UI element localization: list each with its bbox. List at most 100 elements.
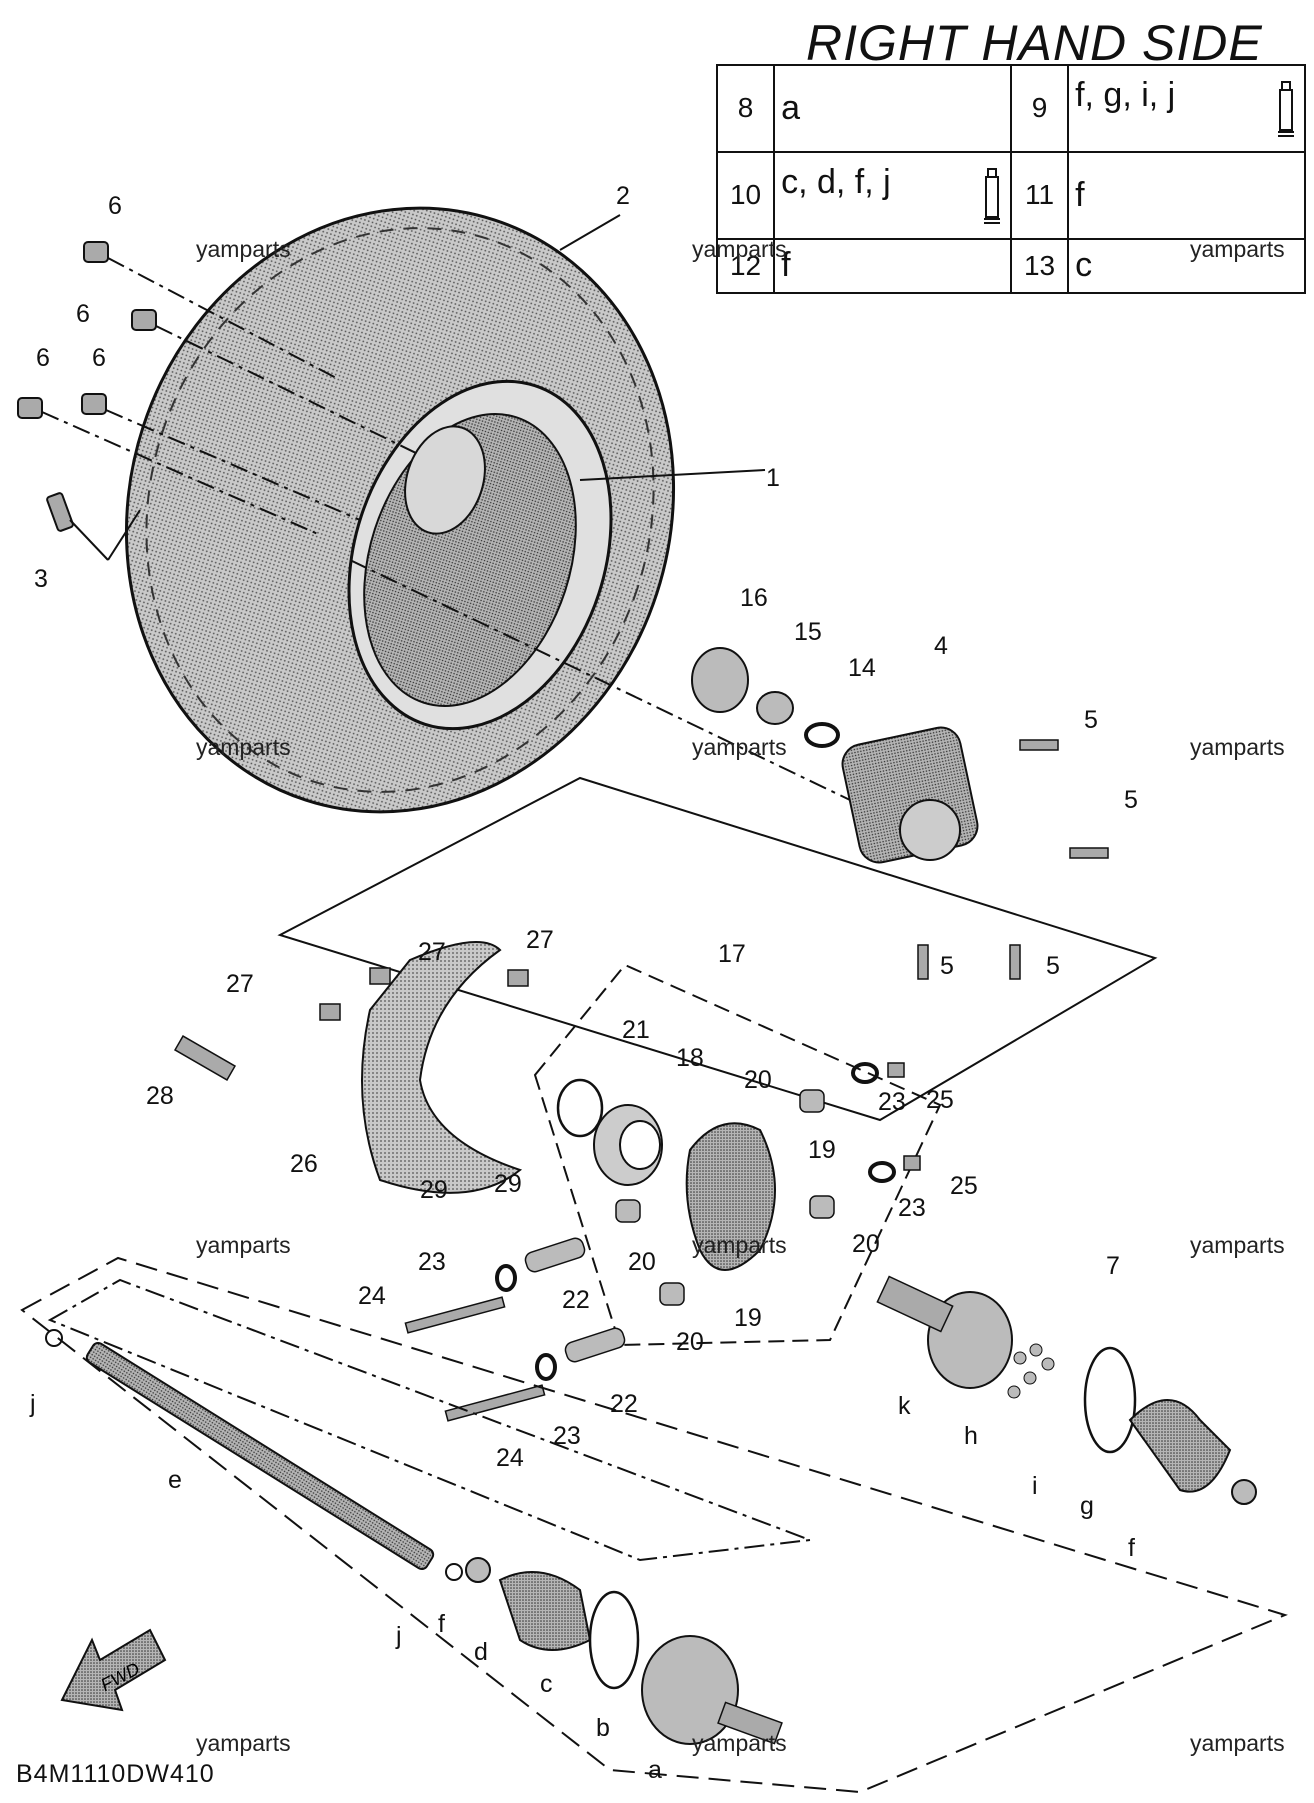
legend-value: f [773,237,1012,295]
watermark: yamparts [196,1232,291,1258]
legend-num: 12 [715,237,776,295]
washer [804,722,840,748]
bolt [319,1003,341,1021]
circlip [556,1078,604,1138]
watermark: yamparts [692,1232,787,1258]
callout-label: 23 [418,1248,446,1276]
leader-lines [41,214,851,801]
callout-label: 19 [808,1136,836,1164]
legend-row: 8 a 9 f, g, i, j [715,64,1306,153]
callout-label: 2 [616,182,630,210]
legend-value: c, d, f, j [773,150,1012,240]
callout-label: 18 [676,1044,704,1072]
callout-label: 1 [766,464,780,492]
legend-value: a [773,64,1012,153]
bolt [369,967,391,985]
bushing [809,1195,835,1219]
legend-value: f, g, i, j [1067,64,1306,153]
callout-label: 24 [496,1444,524,1472]
callout-label: 6 [92,344,106,372]
nut [903,1155,921,1171]
callout-label: 22 [562,1286,590,1314]
callout-label: 24 [358,1282,386,1310]
callout-label: 22 [610,1390,638,1418]
callout-label: 23 [898,1194,926,1222]
callout-label: 7 [1106,1252,1120,1280]
grease-tube-icon [1278,81,1294,138]
callout-label: 14 [848,654,876,682]
outer-cv-joint [876,1275,1013,1389]
valve-stem [46,492,74,532]
lug-nut [83,241,109,263]
hub-cap [691,647,749,713]
callout-label: 3 [34,565,48,593]
watermark: yamparts [1190,1232,1285,1258]
watermark: yamparts [196,734,291,760]
bolt [444,1384,546,1422]
callout-label: 5 [1046,952,1060,980]
bearing [593,1104,663,1186]
callout-label: 25 [950,1172,978,1200]
watermark: yamparts [1190,1730,1285,1756]
callout-label: 27 [226,970,254,998]
callout-label: 5 [940,952,954,980]
axle-nut [756,691,794,725]
callout-label: i [1032,1472,1038,1500]
legend-num: 11 [1009,150,1070,240]
callout-label: f [1128,1534,1135,1562]
inner-cv-boot [498,1571,592,1651]
drive-shaft [85,1341,435,1571]
page-title: RIGHT HAND SIDE [806,15,1263,71]
watermark: yamparts [692,734,787,760]
callout-label: 27 [526,926,554,954]
callout-label: 20 [852,1230,880,1258]
bolt [507,969,529,987]
legend-table: 8 a 9 f, g, i, j 10 c, d, f, j [715,64,1306,295]
inner-cv-joint [641,1635,783,1745]
hub-bolt [917,944,929,980]
legend-num: 8 [715,64,776,153]
legend-row: 10 c, d, f, j 11 f [715,150,1306,240]
callout-label: h [964,1422,978,1450]
watermark: yamparts [196,236,291,262]
lug-nut [131,309,157,331]
wheel-hub [841,726,979,864]
legend-num: 9 [1009,64,1070,153]
washer [868,1161,896,1183]
watermark: yamparts [1190,734,1285,760]
callout-label: a [648,1756,662,1784]
callout-label: j [396,1622,402,1650]
callout-label: 23 [553,1422,581,1450]
hub-bolt [1069,847,1109,859]
watermark: yamparts [1190,236,1285,262]
legend-value: c [1067,237,1306,295]
callout-label: 29 [494,1170,522,1198]
callout-label: 25 [926,1086,954,1114]
boot-band [1083,1346,1137,1454]
callout-label: 6 [76,300,90,328]
callout-label: 20 [628,1248,656,1276]
diagram-code: B4M1110DW410 [16,1760,215,1788]
cv-balls [1007,1343,1055,1399]
lug-nut [17,397,43,419]
collar [564,1327,626,1363]
legend-row: 12 f 13 c [715,237,1306,295]
callout-label: b [596,1714,610,1742]
callout-label: 29 [420,1176,448,1204]
callout-label: k [898,1392,911,1420]
callout-label: 23 [878,1088,906,1116]
bolt [404,1296,506,1334]
bushing [659,1282,685,1306]
lug-nut [81,393,107,415]
callout-label: 27 [418,938,446,966]
boot-band [588,1590,640,1690]
legend-value: f [1067,150,1306,240]
washer [535,1353,557,1381]
callout-label: e [168,1466,182,1494]
callout-label: 4 [934,632,948,660]
grease-tube-icon [983,168,1000,225]
callout-label: 26 [290,1150,318,1178]
callout-label: d [474,1638,488,1666]
